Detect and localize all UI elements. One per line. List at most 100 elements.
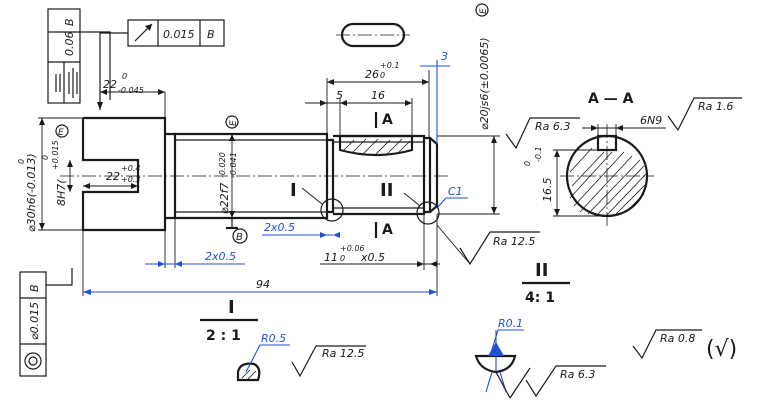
dimension-20js6: ⌀20js6(±0.0065) E: [437, 3, 500, 215]
svg-text:II: II: [535, 260, 548, 281]
svg-text:⌀20js6(±0.0065): ⌀20js6(±0.0065): [478, 37, 491, 130]
svg-text:E: E: [229, 120, 239, 126]
svg-text:⌀22f7: ⌀22f7: [218, 183, 231, 215]
datum-e-icon: E: [475, 3, 489, 17]
datum-e-icon: E: [55, 124, 69, 138]
keyway-hatch: [343, 138, 411, 157]
svg-text:+0.015: +0.015: [51, 140, 60, 170]
shaft-body: [60, 116, 450, 232]
svg-text:0: 0: [340, 254, 345, 263]
svg-text:2x0.5: 2x0.5: [205, 250, 236, 263]
svg-text:0: 0: [17, 159, 26, 164]
svg-text:94: 94: [256, 278, 270, 291]
datum-b-icon: B: [232, 228, 248, 244]
detail-i-drawing: R0.5 Ra 12.5: [236, 332, 366, 382]
svg-text:5: 5: [336, 89, 343, 102]
dimension-groove-b: 2x0.5: [145, 218, 245, 268]
section-a-a: A — A 16.5 -0.1 0 6N9: [505, 91, 742, 226]
tolerance-value-left-top: 0.06: [63, 32, 76, 57]
svg-text:-0.045: -0.045: [118, 86, 144, 95]
svg-text:Ra 12.5: Ra 12.5: [493, 235, 535, 248]
svg-text:A: A: [382, 112, 393, 128]
svg-text:4: 1: 4: 1: [525, 290, 555, 306]
svg-text:6N9: 6N9: [640, 114, 662, 127]
detail-i-title: I 2 : 1: [200, 297, 258, 344]
section-mark-top: A: [374, 112, 393, 128]
svg-text:16: 16: [371, 89, 385, 102]
roughness-groove: Ra 12.5: [436, 224, 540, 266]
dimension-94: 94: [82, 214, 438, 296]
dimension-22f7: ⌀22f7 -0.020 -0.041 E B: [218, 115, 248, 244]
svg-text:8H7(: 8H7(: [55, 179, 68, 206]
svg-text:E: E: [479, 8, 489, 14]
svg-text:B: B: [28, 284, 41, 292]
svg-text:(√): (√): [706, 337, 737, 362]
svg-text:+0.4: +0.4: [121, 164, 140, 173]
svg-text:Ra 12.5: Ra 12.5: [322, 347, 364, 360]
svg-text:Ra 1.6: Ra 1.6: [698, 100, 733, 113]
keyway-plan-view: [336, 22, 410, 48]
svg-text:⌀30h6(-0.013): ⌀30h6(-0.013): [25, 153, 38, 232]
svg-text:B: B: [236, 232, 243, 243]
svg-text:Ra 6.3: Ra 6.3: [535, 120, 570, 133]
svg-text:R0.1: R0.1: [498, 317, 523, 330]
svg-text:22: 22: [106, 170, 120, 183]
svg-text:16.5: 16.5: [541, 178, 554, 203]
tolerance-value-top: 0.015: [163, 28, 195, 41]
svg-text:11: 11: [324, 251, 338, 264]
dimension-30h6: ⌀30h6(-0.013) 0 E: [17, 117, 83, 232]
svg-text:A — A: A — A: [588, 91, 634, 107]
svg-text:2 : 1: 2 : 1: [206, 328, 241, 344]
tolerance-frame-left-bottom: B ⌀0.015: [19, 268, 73, 377]
svg-text:0: 0: [523, 161, 532, 166]
chamfer-c1: C1: [436, 185, 468, 209]
svg-text:⌀0.015: ⌀0.015: [28, 302, 41, 340]
detail-marker-ii: II: [380, 180, 440, 225]
svg-text:-0.041: -0.041: [229, 152, 238, 178]
svg-text:Ra 0.8: Ra 0.8: [660, 332, 695, 345]
svg-text:26: 26: [365, 68, 379, 81]
datum-e-icon: E: [225, 115, 239, 129]
concentricity-symbol-icon: [24, 352, 42, 370]
svg-text:E: E: [58, 128, 64, 138]
tolerance-datum-top: B: [207, 28, 215, 41]
svg-text:-0.1: -0.1: [534, 146, 543, 162]
dimension-22-inner: 22 +0.4 +0.3: [83, 164, 140, 189]
svg-text:C1: C1: [448, 185, 463, 198]
detail-ii-title: II 4: 1: [522, 260, 570, 306]
general-roughness: Ra 0.8 (√): [632, 329, 737, 362]
detail-marker-i: I: [290, 180, 344, 222]
parallelism-symbol-icon: [55, 74, 61, 92]
dimension-22-top: 22 0 -0.045: [100, 72, 166, 118]
dimension-11: 11 +0.06 0 x0.5: [320, 214, 440, 270]
svg-text:0: 0: [122, 72, 127, 81]
svg-text:0: 0: [380, 71, 385, 80]
tolerance-frame-left-top: 0.06 B: [47, 8, 111, 104]
dimension-8h7: 8H7( +0.015 0: [41, 140, 73, 206]
detail-ii-drawing: R0.1 Ra 6.3: [474, 317, 606, 399]
svg-text:R0.5: R0.5: [261, 332, 286, 345]
dimension-3: 3: [420, 50, 450, 144]
svg-text:+0.3: +0.3: [121, 175, 140, 184]
svg-text:+0.1: +0.1: [380, 61, 399, 70]
tolerance-datum-left-top: B: [63, 18, 76, 26]
svg-text:0: 0: [41, 155, 50, 160]
svg-text:I: I: [228, 297, 235, 318]
svg-text:2x0.5: 2x0.5: [264, 221, 295, 234]
dimension-groove-a: 2x0.5: [262, 221, 340, 238]
symmetry-symbol-icon: [68, 68, 78, 98]
dimension-26: 26 +0.1 0: [326, 61, 430, 138]
svg-text:Ra 6.3: Ra 6.3: [560, 368, 595, 381]
svg-text:II: II: [380, 180, 393, 201]
svg-text:I: I: [290, 180, 297, 201]
dimension-5-and-16: 5 16: [305, 89, 413, 136]
svg-text:A: A: [382, 222, 393, 238]
tolerance-frame-top: 0.015 B: [97, 19, 225, 110]
section-mark-bottom: A: [374, 222, 393, 238]
svg-text:+0.06: +0.06: [340, 244, 365, 253]
runout-arrow-icon: [134, 23, 153, 42]
section-hatch: [569, 147, 647, 217]
svg-text:22: 22: [103, 78, 117, 91]
svg-text:3: 3: [441, 50, 448, 63]
